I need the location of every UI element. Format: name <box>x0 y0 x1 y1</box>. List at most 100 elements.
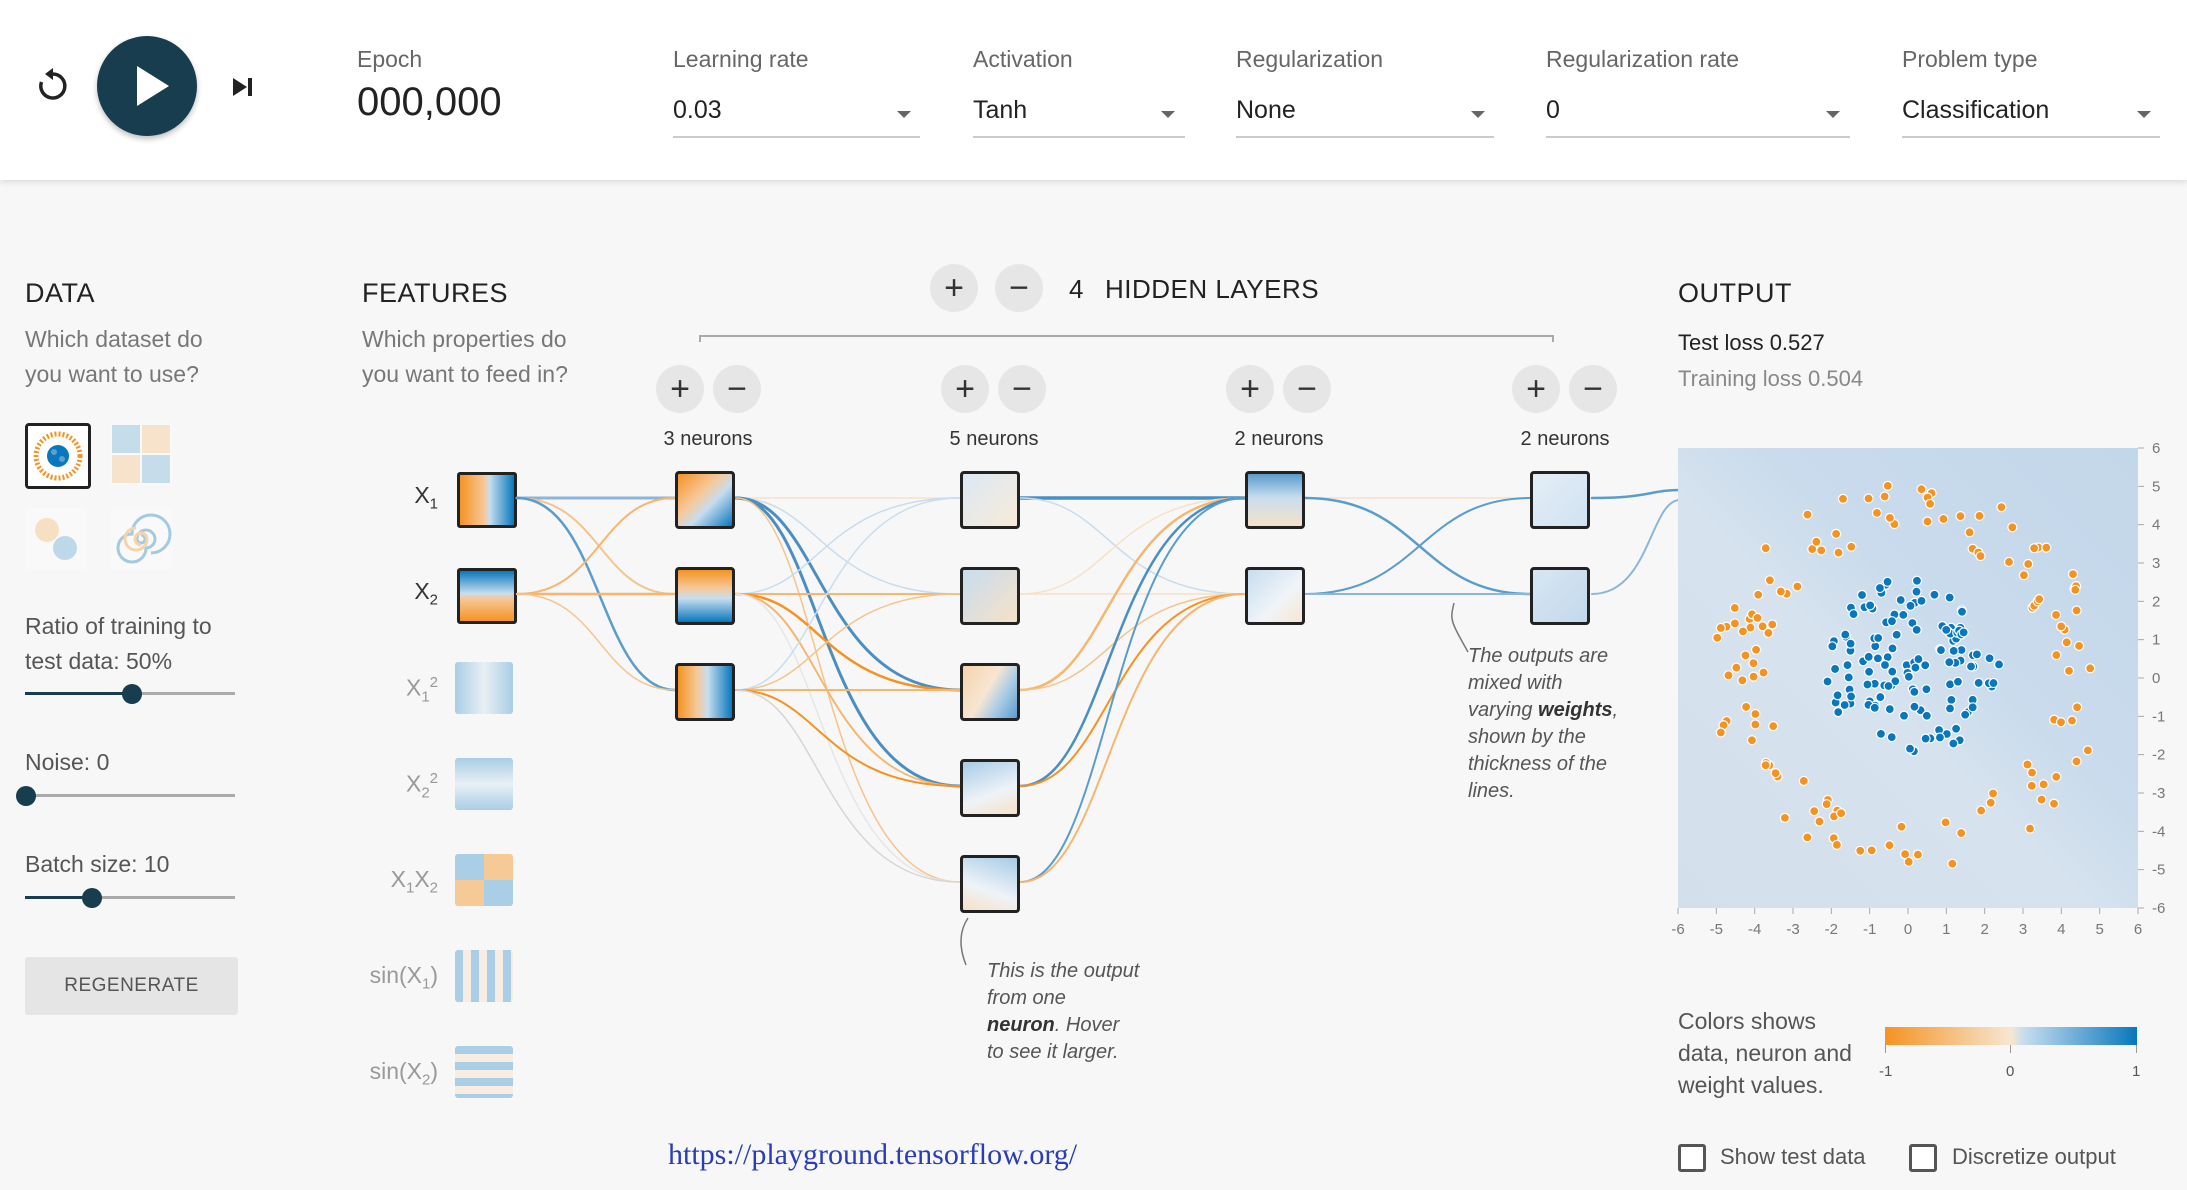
discretize-output-checkbox[interactable] <box>1909 1144 1937 1172</box>
epoch-label: Epoch <box>357 46 423 72</box>
weights-note: The outputs are mixed with varying weigh… <box>1468 645 1619 802</box>
orange-data-point <box>1715 727 1726 738</box>
orange-data-point <box>1976 805 1987 816</box>
neuron-l3-2[interactable] <box>1245 567 1305 625</box>
orange-data-point <box>1903 856 1914 867</box>
hidden-layers-label: HIDDEN LAYERS <box>1105 274 1320 304</box>
legend-min-label: -1 <box>1879 1063 1893 1080</box>
activation-select[interactable]: Tanh <box>973 96 1028 124</box>
problem-type-label: Problem type <box>1902 46 2038 72</box>
orange-data-point <box>2066 715 2078 726</box>
neuron-l2-2[interactable] <box>960 567 1020 625</box>
footer-url-link[interactable]: https://playground.tensorflow.org/ <box>668 1138 1078 1171</box>
blue-data-point <box>1898 710 1910 721</box>
blue-data-point <box>1960 709 1971 720</box>
orange-data-point <box>1871 507 1883 518</box>
step-icon[interactable] <box>228 72 258 102</box>
layer4-add-neuron-button[interactable]: + <box>1512 365 1560 413</box>
blue-data-point <box>1946 694 1957 706</box>
layer2-remove-neuron-button[interactable]: − <box>998 365 1046 413</box>
neuron-l2-5[interactable] <box>960 855 1020 913</box>
orange-data-point <box>1896 821 1907 832</box>
regularization-label: Regularization <box>1236 46 1384 72</box>
noise-slider-knob[interactable] <box>16 786 36 806</box>
ratio-slider-knob[interactable] <box>122 684 142 704</box>
orange-data-point <box>1775 586 1786 597</box>
feature-x1-squared-box[interactable] <box>455 662 513 714</box>
blue-data-point <box>1869 702 1880 713</box>
neuron-l4-2[interactable] <box>1530 567 1590 625</box>
neuron-l2-3[interactable] <box>960 663 1020 721</box>
learning-rate-select[interactable]: 0.03 <box>673 96 722 124</box>
play-button[interactable] <box>97 36 197 136</box>
neuron-l4-1[interactable] <box>1530 471 1590 529</box>
dataset-circle-thumb[interactable] <box>25 423 91 489</box>
neuron-l1-1[interactable] <box>675 471 735 529</box>
feature-x2-squared-box[interactable] <box>455 758 513 810</box>
orange-data-point <box>2048 798 2060 809</box>
layer2-add-neuron-button[interactable]: + <box>941 365 989 413</box>
x-axis-tick-label: -5 <box>1710 921 1723 938</box>
blue-data-point <box>1934 732 1946 743</box>
show-test-data-checkbox[interactable] <box>1678 1144 1706 1172</box>
layer3-remove-neuron-button[interactable]: − <box>1283 365 1331 413</box>
orange-data-point <box>2023 558 2034 570</box>
batch-slider-track[interactable] <box>25 896 235 899</box>
orange-data-point <box>2029 543 2040 554</box>
orange-data-point <box>2024 823 2036 834</box>
layer1-add-neuron-button[interactable]: + <box>656 365 704 413</box>
blue-data-point <box>1856 589 1868 601</box>
feature-x1x2-box[interactable] <box>455 854 513 906</box>
orange-data-point <box>1798 775 1809 787</box>
blue-data-point <box>1909 701 1920 712</box>
blue-data-point <box>1840 629 1851 640</box>
layer1-remove-neuron-button[interactable]: − <box>713 365 761 413</box>
add-layer-button[interactable]: + <box>930 264 978 312</box>
blue-data-point <box>1874 582 1885 594</box>
problem-type-select[interactable]: Classification <box>1902 96 2050 124</box>
orange-data-point <box>1752 612 1763 624</box>
dataset-spiral-thumb[interactable] <box>110 508 172 570</box>
neuron-l2-4[interactable] <box>960 759 1020 817</box>
remove-layer-button[interactable]: − <box>995 264 1043 312</box>
dataset-gaussian-thumb[interactable] <box>25 508 87 570</box>
legend-text: Colors shows data, neuron and weight val… <box>1678 1008 1852 1098</box>
blue-data-point <box>1873 632 1884 644</box>
blue-data-point <box>1910 662 1921 673</box>
blue-data-point <box>1941 624 1952 635</box>
orange-data-point <box>1975 550 1986 562</box>
neuron-l1-3[interactable] <box>675 663 735 721</box>
regenerate-button[interactable]: REGENERATE <box>25 957 238 1015</box>
orange-data-point <box>1882 480 1893 492</box>
feature-sin-x2-box[interactable] <box>455 1046 513 1098</box>
layer3-add-neuron-button[interactable]: + <box>1226 365 1274 413</box>
feature-sin-x1-box[interactable] <box>455 950 513 1002</box>
x-axis-tick-label: 5 <box>2095 921 2103 938</box>
reset-icon[interactable] <box>33 66 73 106</box>
orange-data-point <box>1831 839 1842 850</box>
feature-x1x2-label: X1X2 <box>390 866 438 897</box>
y-axis-tick-label: -6 <box>2152 900 2165 917</box>
regularization-rate-select[interactable]: 0 <box>1546 96 1560 124</box>
blue-data-point <box>1875 691 1886 703</box>
features-title: FEATURES <box>362 278 509 308</box>
regularization-select[interactable]: None <box>1236 96 1296 124</box>
layer4-remove-neuron-button[interactable]: − <box>1569 365 1617 413</box>
neuron-l2-1[interactable] <box>960 471 1020 529</box>
y-axis-tick-label: -4 <box>2152 823 2165 840</box>
blue-data-point <box>1898 609 1909 620</box>
feature-x1-box[interactable] <box>457 472 517 528</box>
dataset-xor-thumb[interactable] <box>110 423 172 485</box>
blue-data-point <box>1944 657 1955 668</box>
y-axis-tick-label: 4 <box>2152 517 2160 534</box>
noise-slider-track[interactable] <box>25 794 235 797</box>
learning-rate-underline <box>673 136 920 138</box>
orange-data-point <box>2041 542 2052 553</box>
orange-data-point <box>1723 670 1734 681</box>
blue-data-point <box>1863 651 1874 662</box>
feature-x2-box[interactable] <box>457 568 517 624</box>
batch-slider-knob[interactable] <box>82 888 102 908</box>
neuron-l1-2[interactable] <box>675 567 735 625</box>
neuron-l3-1[interactable] <box>1245 471 1305 529</box>
